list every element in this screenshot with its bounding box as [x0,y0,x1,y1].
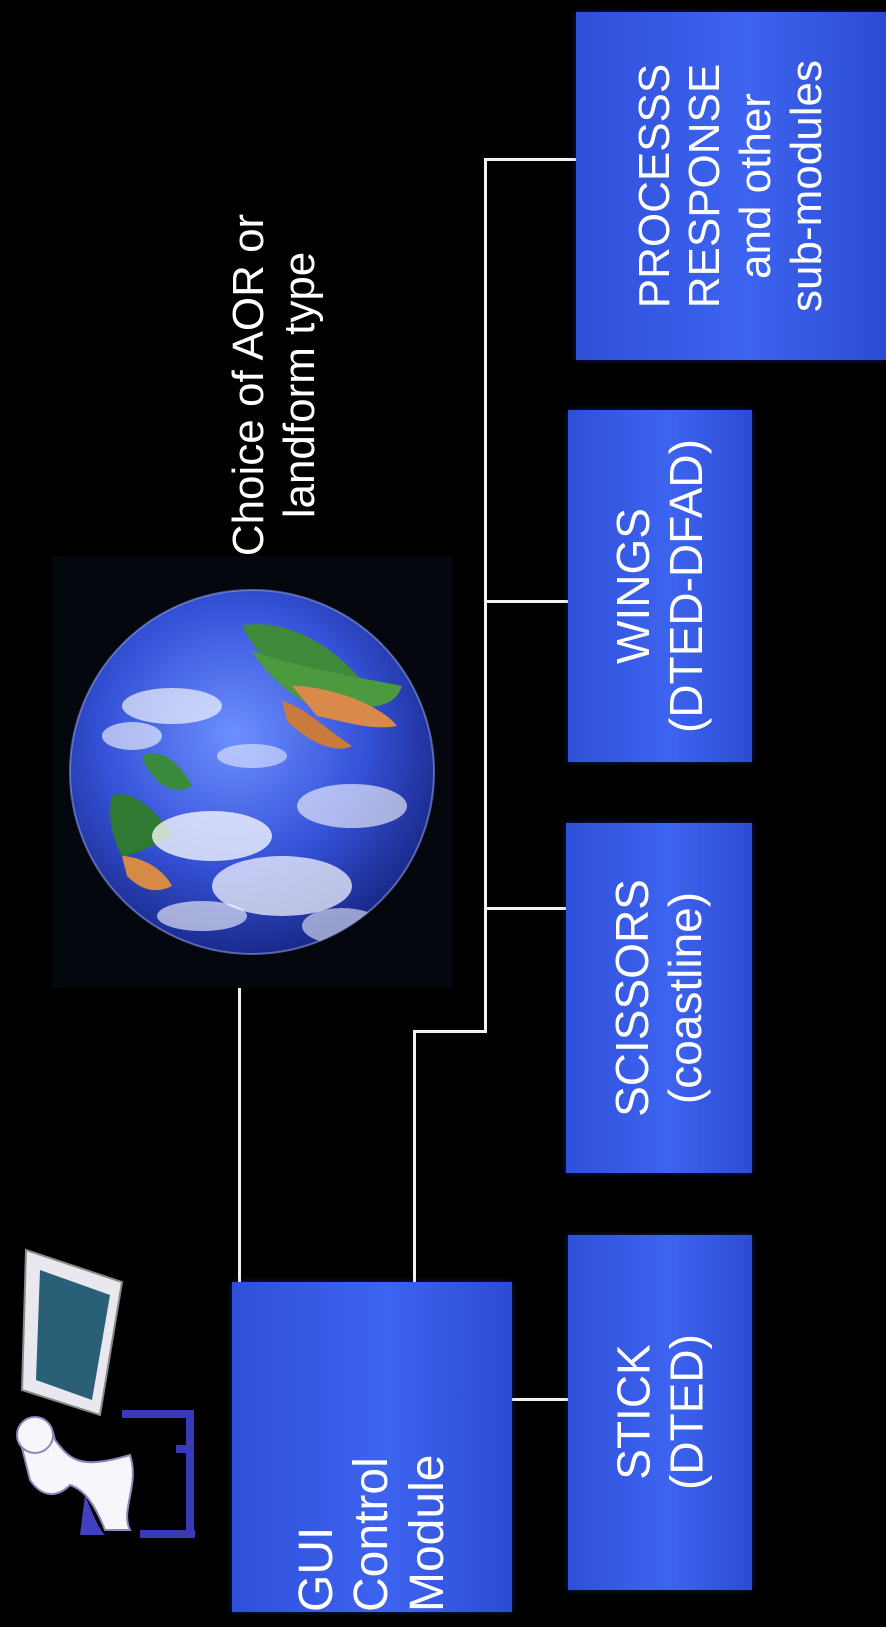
connector-gui-to-stick [512,1398,568,1401]
connector-to-scissors [484,907,566,910]
wings-module-box: WINGS (DTED-DFAD) [568,410,752,762]
connector-gui-stem [413,1030,416,1282]
stick-line1: STICK [607,1344,660,1480]
aor-caption: Choice of AOR or landform type [210,195,340,575]
scissors-line2: (coastline) [659,891,711,1105]
gui-line2: Control [345,1457,399,1612]
wings-line2: (DTED-DFAD) [660,439,712,733]
person-at-computer-icon [16,1248,195,1538]
aor-caption-line1: Choice of AOR or [224,213,274,557]
wings-line1: WINGS [607,508,660,664]
connector-bus [484,158,487,1033]
connector-elbow [413,1030,487,1033]
connector-to-process [484,158,576,161]
connector-gui-to-globe [238,988,241,1282]
globe-icon [69,589,435,955]
gui-control-module-box: GUI Control Module [232,1282,512,1612]
stick-line2: (DTED) [660,1334,713,1490]
aor-caption-line2: landform type [275,251,324,519]
gui-line3: Module [400,1454,454,1612]
process-response-module-box: PROCESSS RESPONSE and other sub-modules [576,12,886,360]
process-line1: PROCESSS [629,63,679,309]
stick-module-box: STICK (DTED) [568,1235,752,1590]
process-line2: RESPONSE [680,63,730,309]
process-line4: sub-modules [781,60,831,312]
scissors-line1: SCISSORS [606,879,659,1117]
connector-to-wings [484,600,568,603]
gui-line1: GUI [290,1526,344,1612]
process-line3: and other [731,93,780,279]
scissors-module-box: SCISSORS (coastline) [566,823,752,1173]
earth-globe-image [52,556,452,988]
